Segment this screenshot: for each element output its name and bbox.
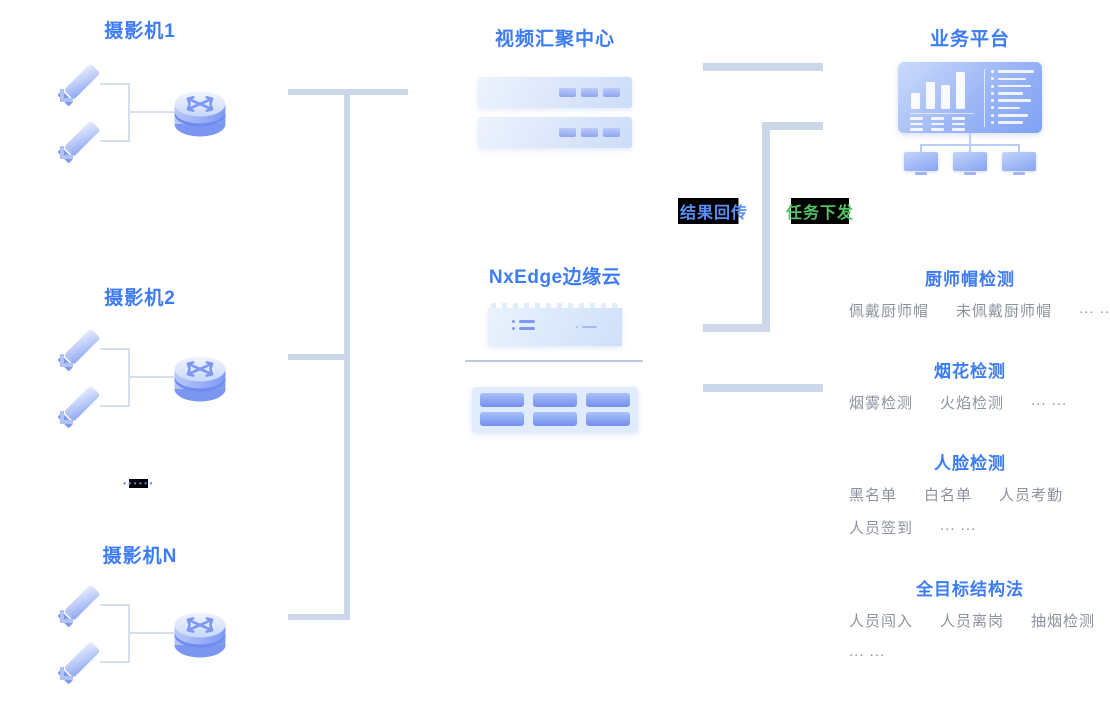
section-full-target-items-row1: 人员闯入 人员离岗 抽烟检测: [849, 610, 1095, 631]
connector-line: [100, 348, 130, 350]
monitor-tree-line: [969, 144, 971, 153]
dashboard-bars: [911, 71, 971, 109]
detection-item: 人员签到: [849, 520, 914, 537]
detection-item: ... ...: [849, 643, 886, 660]
camera-icon: [57, 329, 100, 371]
server-icon: [478, 117, 632, 148]
connector-c-bottom: [703, 324, 770, 332]
dashboard-icon: [898, 62, 1042, 133]
monitor-icon: [953, 152, 987, 171]
detection-item: 白名单: [924, 487, 973, 504]
connector-top: [703, 63, 823, 71]
camera-icon: [57, 642, 100, 684]
task-flow-label: 任务下发: [784, 198, 857, 224]
section-chef-hat-title: 厨师帽检测: [925, 270, 1015, 289]
camera-group-1-title: 摄影机1: [104, 21, 176, 42]
business-platform-title: 业务平台: [929, 29, 1010, 50]
chip-dash-glyph: [576, 326, 597, 328]
detection-item: 人员考勤: [999, 487, 1064, 504]
server-leds: [559, 88, 620, 97]
result-flow-label: 结果回传: [678, 198, 751, 224]
bus-branch-middle: [288, 354, 350, 360]
connector-line: [100, 604, 130, 606]
detection-item: 火焰检测: [940, 395, 1005, 412]
camera-group-2-title: 摄影机2: [104, 288, 176, 309]
connector-line: [100, 83, 130, 85]
edge-divider-line: [465, 360, 643, 362]
more-cameras-ellipsis: ••••••: [114, 479, 164, 488]
router-icon: [174, 612, 226, 658]
detection-item: 抽烟检测: [1031, 613, 1096, 630]
section-full-target-items-row2: ... ...: [849, 643, 885, 660]
connector-line: [100, 661, 130, 663]
camera-icon: [57, 386, 100, 428]
monitor-tree-line: [1018, 144, 1020, 153]
detection-item: ... ...: [940, 517, 977, 534]
edge-chip-icon: [488, 303, 622, 346]
connector-line: [128, 632, 174, 634]
monitor-base: [915, 172, 927, 175]
section-chef-hat-items: 佩戴厨师帽 未佩戴厨师帽 ... ...: [849, 300, 1110, 321]
section-face-items-row2: 人员签到 ... ...: [849, 517, 976, 538]
connector-line: [100, 405, 130, 407]
section-fireworks-items: 烟雾检测 火焰检测 ... ...: [849, 392, 1067, 413]
detection-item: 黑名单: [849, 487, 898, 504]
camera-icon: [57, 121, 100, 163]
camera-group-n-title: 摄影机N: [102, 546, 178, 567]
section-face-title: 人脸检测: [934, 454, 1006, 473]
server-icon: [478, 77, 632, 108]
detection-item: 烟雾检测: [849, 395, 914, 412]
detection-item: 佩戴厨师帽: [849, 303, 930, 320]
monitor-base: [1013, 172, 1025, 175]
dashboard-list: [991, 70, 1034, 125]
camera-icon: [57, 64, 100, 106]
connector-line: [100, 140, 130, 142]
video-hub-title: 视频汇聚中心: [494, 29, 615, 50]
monitor-icon: [1002, 152, 1036, 171]
camera-icon: [57, 585, 100, 627]
connector-c-top: [762, 122, 823, 130]
detection-item: 人员离岗: [940, 613, 1005, 630]
connector-bottom: [703, 384, 823, 392]
monitor-tree-line: [920, 144, 922, 153]
section-fireworks-title: 烟花检测: [934, 362, 1006, 381]
chip-list-glyph: [512, 320, 535, 330]
monitor-base: [964, 172, 976, 175]
dashboard-dash-grid: [910, 117, 965, 131]
compute-pills-icon: [472, 387, 638, 432]
edge-cloud-title: NxEdge边缘云: [488, 267, 622, 288]
detection-item: 未佩戴厨师帽: [956, 303, 1053, 320]
connector-c-vertical: [762, 122, 770, 332]
section-face-items-row1: 黑名单 白名单 人员考勤: [849, 484, 1063, 505]
detection-item: ... ...: [1031, 392, 1068, 409]
server-leds: [559, 128, 620, 137]
detection-item: ... ...: [1079, 300, 1110, 317]
router-icon: [174, 91, 226, 137]
detection-item: 人员闯入: [849, 613, 914, 630]
monitor-tree-line: [969, 133, 971, 144]
router-icon: [174, 356, 226, 402]
connector-line: [128, 376, 174, 378]
monitor-icon: [904, 152, 938, 171]
bus-branch-bottom: [288, 614, 350, 620]
section-full-target-title: 全目标结构法: [916, 580, 1024, 599]
connector-line: [128, 111, 174, 113]
